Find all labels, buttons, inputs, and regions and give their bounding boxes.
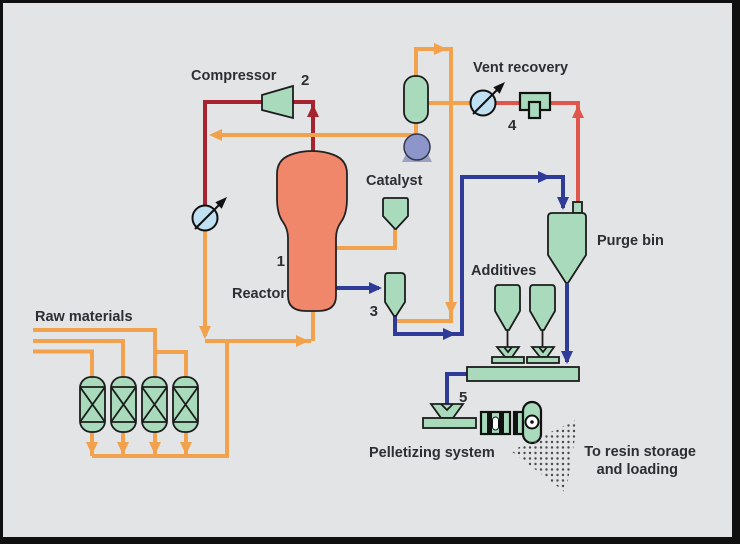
frame-top — [0, 0, 740, 3]
number-discharge-tank: 3 — [370, 303, 378, 320]
pelletizer-motor-dot — [530, 420, 534, 424]
raw-material-treaters — [79, 376, 199, 433]
vent-cooler-diagonal — [472, 89, 498, 115]
arrow-down-purgebin-inlet — [557, 197, 569, 210]
pipe-raw-material-3 — [33, 349, 94, 377]
extruder-stripe-1 — [487, 412, 492, 434]
vent-recovery-unit-port — [527, 100, 542, 120]
arrow-down-treater4 — [180, 442, 192, 455]
label-pelletizing-system: Pelletizing system — [369, 445, 495, 461]
separator-vessel — [403, 75, 429, 124]
arrow-down-treater1 — [86, 442, 98, 455]
frame-left — [0, 0, 3, 544]
arrow-right-conveying-top — [434, 43, 447, 55]
cycle-blower-icon — [402, 133, 432, 162]
additive-hopper-1 — [494, 284, 521, 331]
treater-4-packing-icon — [172, 386, 199, 423]
flow-arrows — [86, 43, 584, 455]
treater-3-packing-icon — [141, 386, 168, 423]
additives-group — [491, 284, 560, 364]
treater-vessel-2 — [110, 376, 137, 433]
pipe-raw-material-2 — [33, 339, 125, 377]
number-vent-recovery-unit: 4 — [508, 117, 517, 134]
number-pelletizer: 5 — [459, 389, 467, 406]
number-reactor: 1 — [277, 253, 285, 270]
treater-1-packing-icon — [79, 386, 106, 423]
arrow-up-vent — [572, 105, 584, 118]
arrow-right-product — [443, 328, 456, 340]
treater-2-packing-icon — [110, 386, 137, 423]
extruder-stripe-2 — [499, 412, 504, 434]
reactor-vessel — [276, 150, 348, 312]
arrow-right-reactor-feed — [296, 335, 309, 347]
pellet-spray-icon — [511, 419, 578, 493]
pipe-treater-collector — [92, 341, 229, 458]
frame-right — [732, 0, 740, 544]
treater-vessel-4 — [172, 376, 199, 433]
catalyst-hopper — [382, 197, 409, 230]
pipe-product-to-purgebin — [393, 175, 565, 336]
recycle-cooler-diagonal — [194, 204, 220, 230]
arrow-down-treater3 — [149, 442, 161, 455]
label-raw-materials: Raw materials — [35, 309, 133, 325]
additive-hopper-2 — [529, 284, 556, 331]
labels: Compressor 2 Vent recovery 4 Catalyst 1 … — [35, 60, 696, 478]
arrow-left-pump-return — [209, 129, 222, 141]
arrow-down-recycle — [199, 326, 211, 339]
vent-recovery-unit-icon — [518, 91, 552, 120]
pipe-compressor-to-cooler — [203, 100, 262, 208]
label-vent-recovery: Vent recovery — [473, 60, 568, 76]
arrow-right-to-purgebin — [538, 171, 551, 183]
label-purge-bin: Purge bin — [597, 233, 664, 249]
label-resin-storage-line2: and loading — [597, 462, 678, 478]
arrow-down-treater2 — [117, 442, 129, 455]
extruder-coupling-stripe — [514, 412, 518, 434]
additive-feeder-1-plate — [491, 356, 525, 364]
purge-bin-nozzle — [572, 201, 583, 214]
label-compressor: Compressor — [191, 68, 277, 84]
extruder-die-slot — [492, 416, 499, 431]
additive-feeder-2-plate — [526, 356, 560, 364]
additive-feeder-2-notch — [538, 346, 548, 354]
mixer-conveyor-bar — [466, 366, 580, 382]
arrow-down-conveying — [445, 302, 457, 315]
purge-bin-group — [547, 201, 587, 284]
treater-vessel-1 — [79, 376, 106, 433]
pelletizer-hopper-notch — [440, 403, 454, 412]
cycle-blower-body — [403, 133, 431, 161]
label-reactor: Reactor — [232, 286, 286, 302]
label-additives: Additives — [471, 263, 536, 279]
purge-bin-vessel — [547, 212, 587, 284]
vent-cooler-icon — [469, 82, 505, 117]
pipe-raw-material-1 — [33, 328, 157, 377]
pipe-mixer-to-pelletizer — [445, 372, 468, 404]
vent-cooler-arrowhead — [493, 82, 505, 94]
compressor-icon — [261, 84, 294, 120]
arrow-down-purgebin-outlet — [561, 351, 573, 364]
arrow-right-reactor-discharge — [369, 282, 382, 294]
recycle-cooler-icon — [191, 197, 227, 232]
label-resin-storage-line1: To resin storage — [584, 444, 696, 460]
pipe-raw-material-1-branch — [155, 350, 188, 377]
label-catalyst: Catalyst — [366, 173, 423, 189]
discharge-tank — [384, 272, 406, 317]
number-compressor: 2 — [301, 72, 309, 89]
pipe-purgebin-to-unit4 — [550, 101, 580, 204]
arrow-up-reactor-top — [307, 104, 319, 117]
recycle-cooler-arrowhead — [215, 197, 227, 209]
pipe-conveying-gas — [397, 47, 453, 323]
treater-vessel-3 — [141, 376, 168, 433]
pipe-catalyst-feed — [336, 229, 397, 250]
vent-gas-pipes — [495, 101, 580, 204]
additive-feeder-1-notch — [503, 346, 513, 354]
pelletizer-base-bar — [422, 417, 477, 429]
frame-bottom — [0, 537, 740, 544]
